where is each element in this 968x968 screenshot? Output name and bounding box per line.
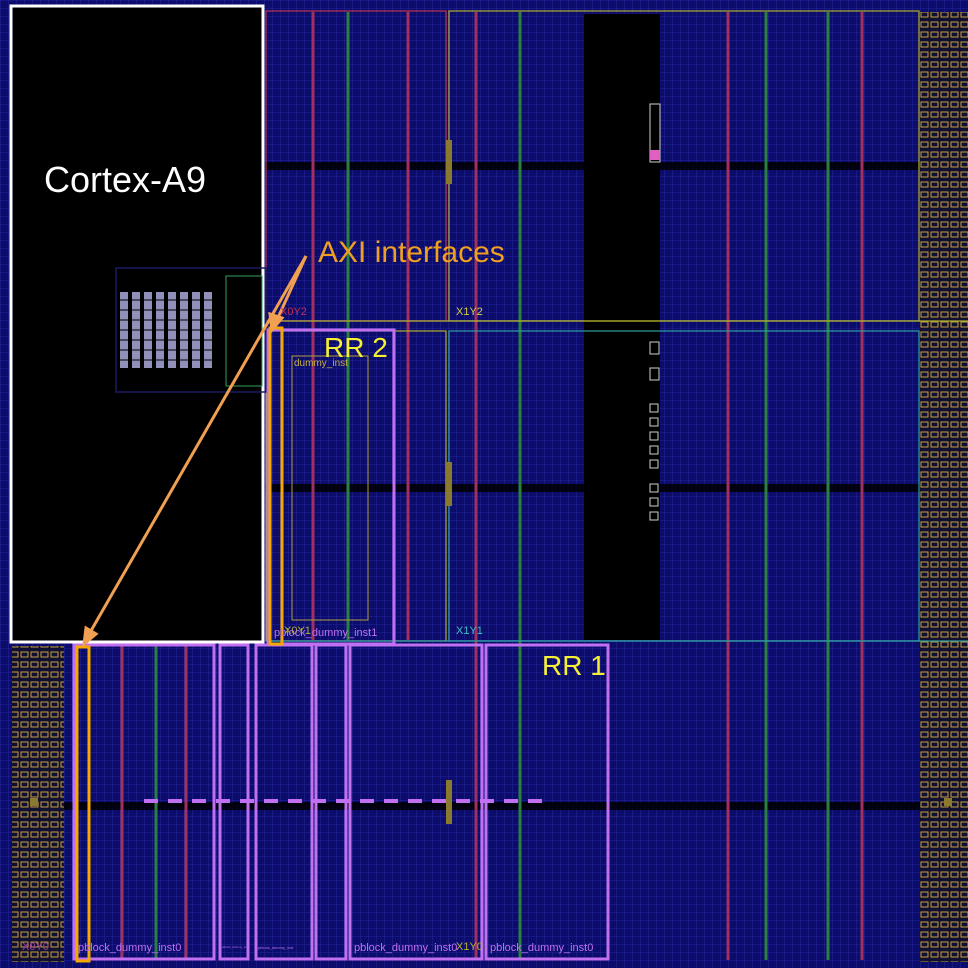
clock-region-x0y0: X0Y0	[22, 941, 49, 953]
clock-region-x1y2: X1Y2	[456, 306, 483, 318]
pblock-label-small-2: pblock_dummy_inst	[222, 945, 249, 949]
clock-region-x0y1: X0Y1	[284, 625, 311, 637]
pblock-label-inst1: pblock_dummy_inst1	[274, 627, 378, 639]
rr1-label: RR 1	[542, 650, 606, 681]
clock-region-x1y1: X1Y1	[456, 625, 483, 637]
cortex-a9-label: Cortex-A9	[44, 159, 207, 200]
axi-interfaces-label: AXI interfaces	[318, 236, 505, 269]
rr2-label: RR 2	[324, 332, 388, 363]
pblock-label-inst0-c: pblock_dummy_inst0	[490, 942, 594, 954]
pblock-label-dummy-inst: dummy_inst	[294, 358, 348, 369]
pblock-label-inst0-a: pblock_dummy_inst0	[78, 942, 182, 954]
pblock-label-inst0-b: pblock_dummy_inst0	[354, 942, 458, 954]
clock-region-x0y2: X0Y2	[280, 306, 307, 318]
pblock-label-small-1: pblock_dummy_inst	[258, 945, 294, 950]
clock-region-x1y0: X1Y0	[456, 941, 483, 953]
